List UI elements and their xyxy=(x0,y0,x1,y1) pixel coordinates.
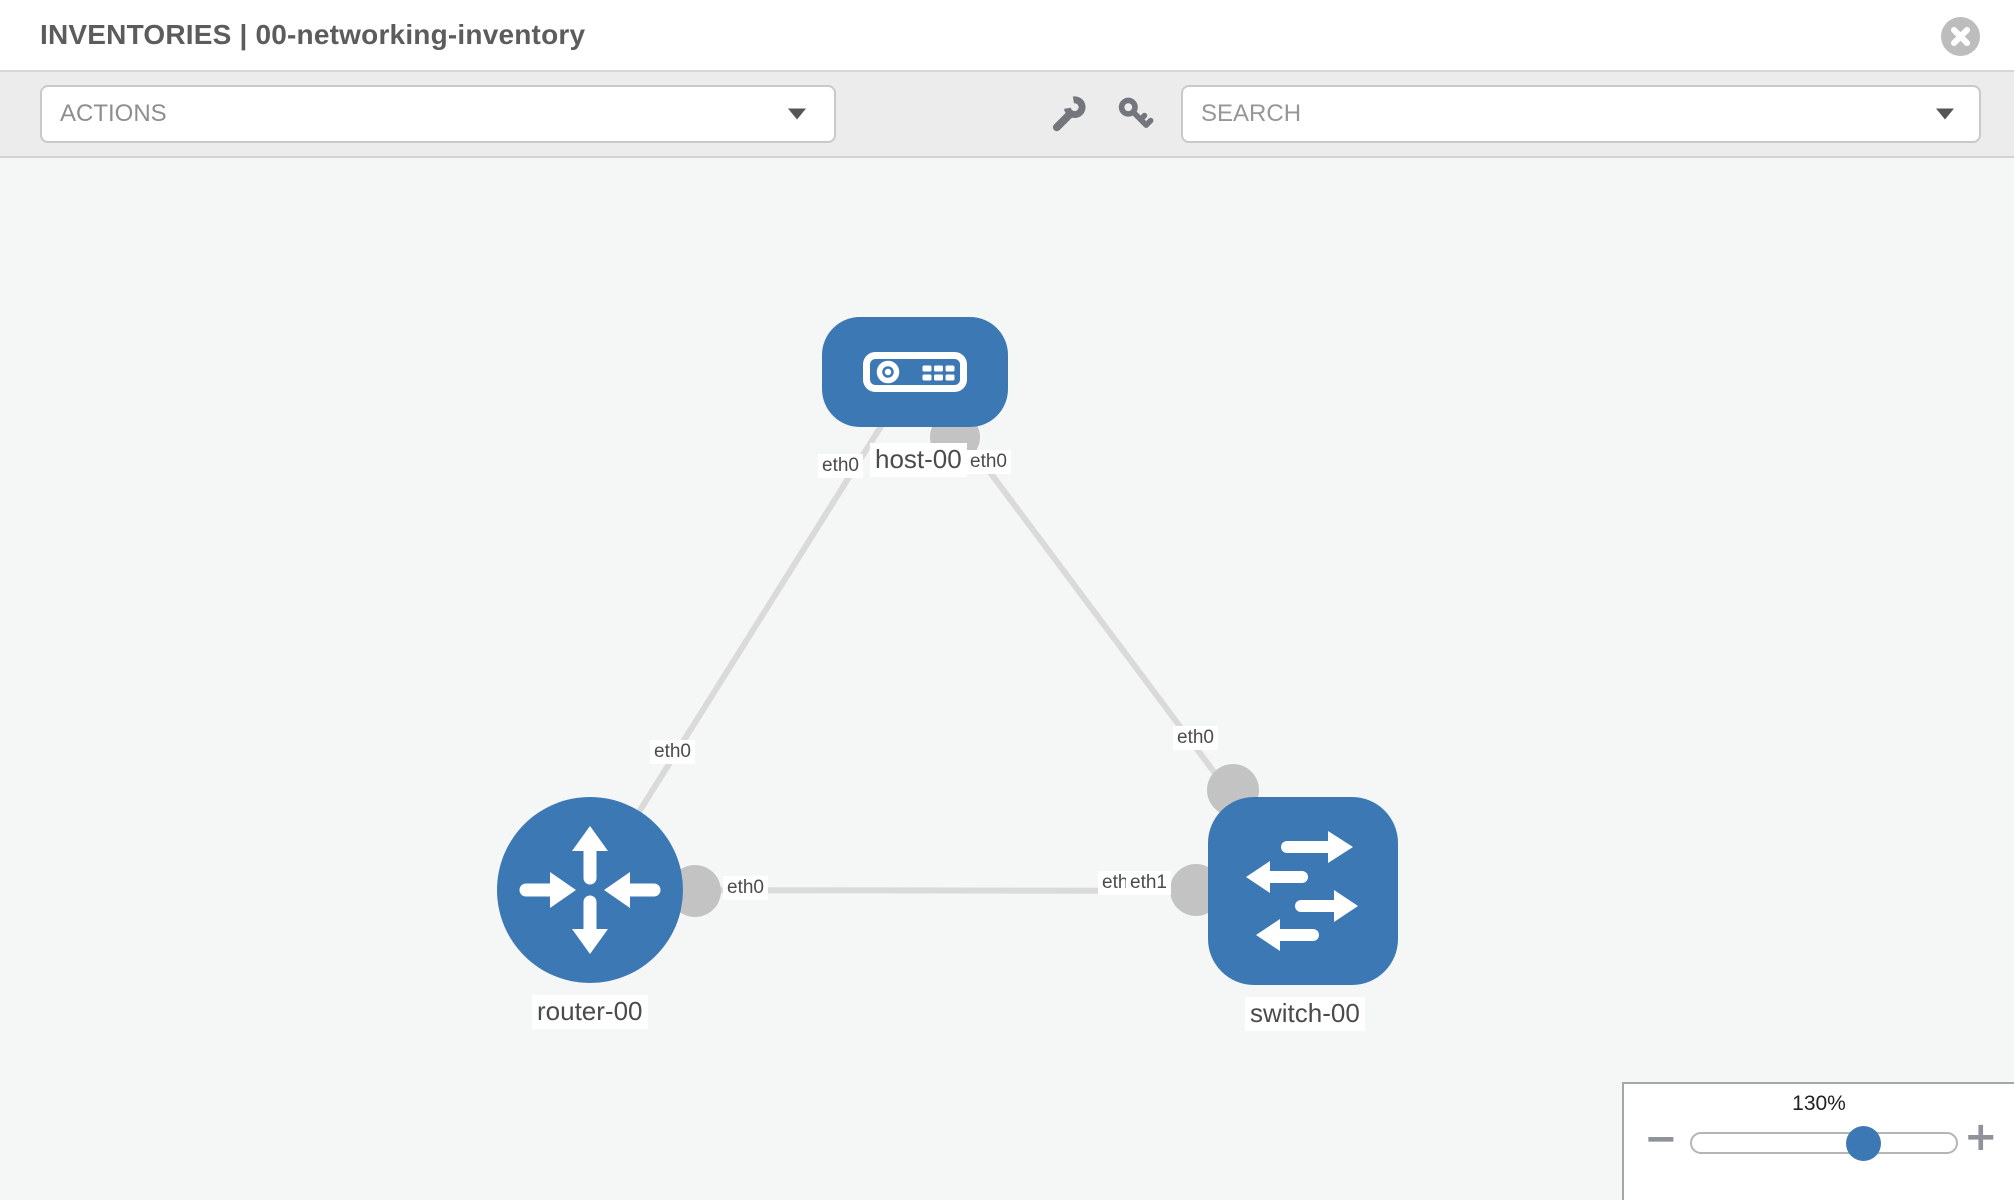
actions-dropdown-label: ACTIONS xyxy=(60,100,167,127)
node-host-00[interactable] xyxy=(822,317,1008,427)
topology-graph xyxy=(497,317,1398,985)
page-title: INVENTORIES | 00-networking-inventory xyxy=(40,19,586,50)
credentials-button[interactable] xyxy=(1115,96,1155,136)
zoom-level: 130% xyxy=(1792,1092,1846,1115)
host-icon xyxy=(863,352,967,392)
router-icon xyxy=(519,826,661,954)
search-dropdown[interactable]: SEARCH xyxy=(1181,85,1981,143)
header: INVENTORIES | 00-networking-inventory xyxy=(0,0,2014,72)
toolbar: ACTIONS SEARCH xyxy=(0,72,2014,158)
zoom-panel: 130% − + xyxy=(1622,1082,2014,1200)
node-shape xyxy=(497,797,683,983)
zoom-slider-track[interactable] xyxy=(1690,1126,1958,1161)
switch-icon xyxy=(1246,831,1358,951)
search-dropdown-label: SEARCH xyxy=(1201,100,1302,127)
zoom-in-button[interactable]: + xyxy=(1964,1114,1998,1160)
close-icon xyxy=(1951,27,1970,46)
zoom-slider-knob[interactable] xyxy=(1846,1126,1881,1161)
chevron-down-icon xyxy=(1936,108,1954,120)
node-switch-00[interactable] xyxy=(1208,797,1398,985)
actions-dropdown[interactable]: ACTIONS xyxy=(40,85,836,143)
close-button[interactable] xyxy=(1941,17,1980,56)
node-router-00[interactable] xyxy=(497,797,683,983)
node-shape xyxy=(1208,797,1398,985)
adhoc-command-button[interactable] xyxy=(1048,96,1088,136)
wrench-icon xyxy=(1052,96,1086,132)
key-icon xyxy=(1118,97,1154,128)
node-shape xyxy=(822,317,1008,427)
chevron-down-icon xyxy=(788,108,806,120)
zoom-out-button[interactable]: − xyxy=(1644,1116,1678,1162)
